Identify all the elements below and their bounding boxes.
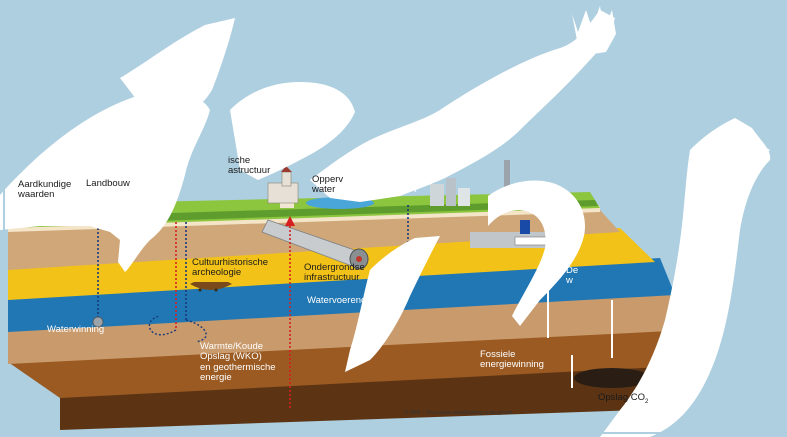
arrow-up-icon xyxy=(285,216,295,226)
label-cultuurhistorische: Cultuurhistorische archeologie xyxy=(192,257,269,279)
label-landbouw: Landbouw xyxy=(86,178,130,189)
well-icon xyxy=(92,316,104,328)
label-opslag-co2: Opslag CO2 xyxy=(598,392,649,405)
opslag-text: Opslag CO xyxy=(598,392,645,403)
archaeology-icon xyxy=(190,282,232,292)
label-oppervlakte-water: Opperv water xyxy=(312,174,344,196)
storage-well-icon xyxy=(547,232,650,388)
bottom-layer xyxy=(60,365,700,430)
label-fossiele: Fossiele energiewinning xyxy=(480,349,544,371)
label-right-cut: De w xyxy=(566,265,579,287)
castle-icon xyxy=(267,166,299,204)
label-infrastructuur-top: ische astructuur xyxy=(228,155,271,177)
label-wko: Warmte/Koude Opslag (WKO) en geothermisc… xyxy=(200,341,276,384)
label-watervoerend: Watervoerend pa xyxy=(307,295,380,306)
label-aardkundige: Aardkundige waarden xyxy=(18,179,72,201)
credit-text: © SKB - Duurzame ontwikkeling ondergrond xyxy=(404,410,512,416)
frame-border xyxy=(3,3,784,434)
pipeline-icon xyxy=(261,219,369,270)
factory-icon xyxy=(430,160,510,206)
label-waterwinning: Waterwinning xyxy=(47,324,105,335)
wko-loop xyxy=(148,315,207,343)
label-ondergrondse-infra: Ondergrondse infrastructuur xyxy=(304,262,365,284)
aquifer-layer xyxy=(8,258,675,332)
cutout-shapes xyxy=(0,6,771,437)
opslag-sub: 2 xyxy=(645,398,649,405)
